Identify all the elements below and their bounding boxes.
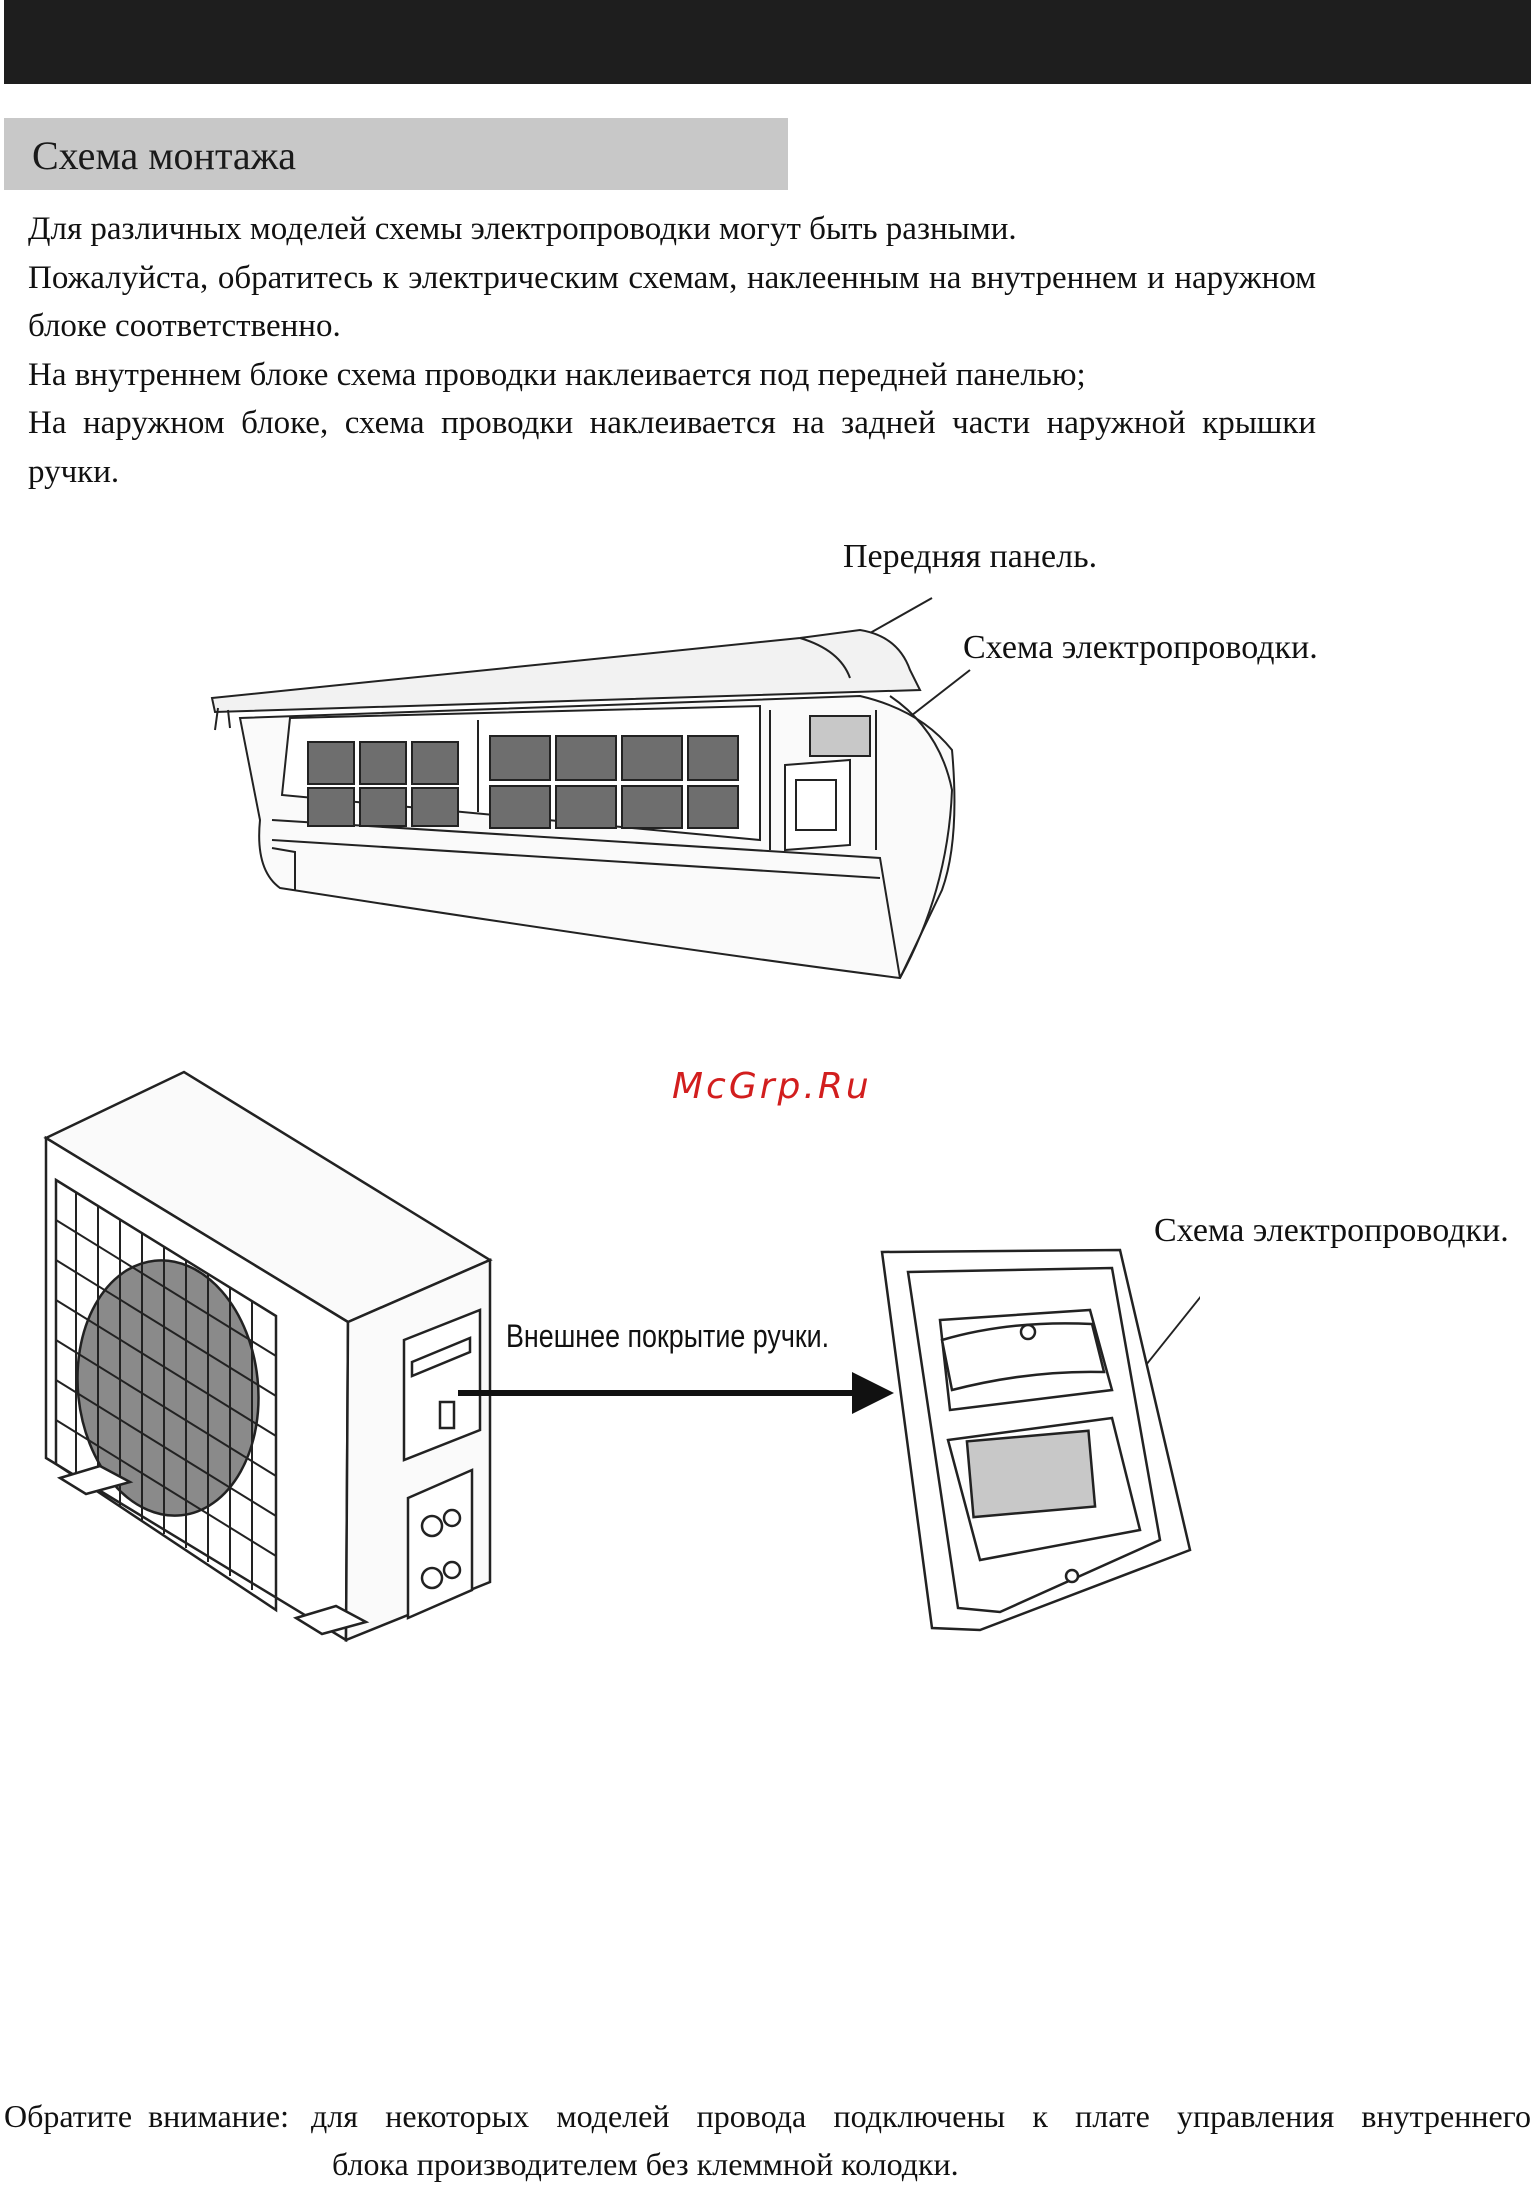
indoor-wiring-label: Схема электропроводки. — [963, 629, 1318, 666]
handle-cover-illustration — [880, 1248, 1200, 1632]
intro-text: Для различных моделей схемы электропрово… — [28, 205, 1316, 496]
intro-paragraph-3: На внутреннем блоке схема проводки накле… — [28, 356, 1086, 393]
outdoor-unit-illustration — [43, 1070, 493, 1643]
note-text-line2: блока производителем без клеммной колодк… — [332, 2146, 959, 2182]
note-text-line1: для некоторых моделей провода подключены… — [311, 2098, 1531, 2134]
note-lead: Обратите внимание: — [4, 2098, 289, 2134]
watermark: McGrp.Ru — [672, 1066, 872, 1107]
front-panel-label: Передняя панель. — [843, 538, 1098, 575]
arrow-to-handle-cover — [458, 1372, 894, 1414]
indoor-unit-illustration — [210, 597, 971, 980]
intro-paragraph-2: Пожалуйста, обратитесь к электрическим с… — [28, 259, 1316, 345]
intro-paragraph-4: На наружном блоке, схема проводки наклеи… — [28, 405, 1316, 490]
top-black-bar — [4, 0, 1531, 84]
intro-paragraph-1: Для различных моделей схемы электропрово… — [28, 211, 1017, 247]
section-title: Схема монтажа — [32, 133, 297, 178]
note: Обратите внимание: для некоторых моделей… — [4, 2092, 1531, 2188]
section-header: Схема монтажа — [4, 118, 788, 190]
outdoor-wiring-label: Схема электропроводки. — [1154, 1212, 1509, 1249]
handle-cover-label: Внешнее покрытие ручки. — [506, 1318, 830, 1354]
